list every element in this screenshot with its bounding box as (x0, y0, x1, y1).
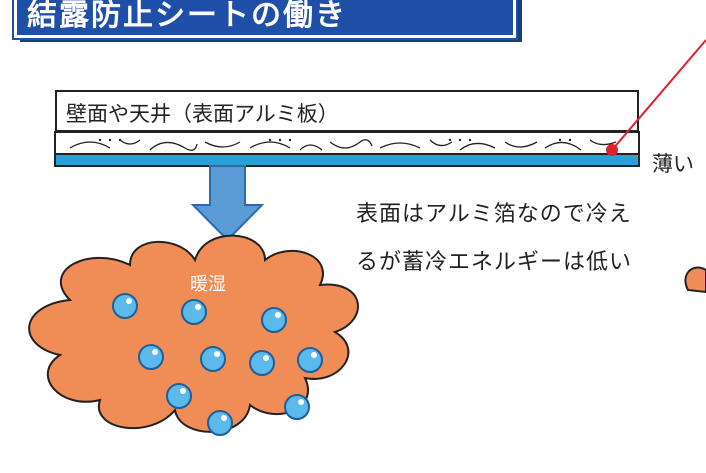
down-arrow (190, 165, 265, 242)
pointer-line (611, 39, 706, 151)
water-droplet (284, 394, 310, 420)
cloud-edge (684, 266, 706, 294)
water-droplet (249, 350, 275, 376)
insulation-dots (98, 138, 572, 142)
insulation-texture (69, 139, 617, 151)
water-droplet (166, 383, 192, 409)
water-droplet (261, 307, 287, 333)
aluminum-sheet (54, 153, 640, 167)
water-droplet (112, 293, 138, 319)
description-line-2: るが蓄冷エネルギーは低い (356, 250, 633, 275)
water-droplet (207, 410, 233, 436)
water-droplet (200, 346, 226, 372)
description-line-1: 表面はアルミ箔なので冷え (356, 202, 632, 227)
cloud-label: 暖湿 (190, 274, 226, 295)
title-banner: 結露防止シートの働き (14, 0, 516, 38)
wall-label: 壁面や天井（表面アルミ板） (66, 102, 339, 126)
thin-label: 薄い (652, 152, 694, 176)
page-title: 結露防止シートの働き (27, 0, 347, 33)
pointer-dot (606, 144, 618, 156)
water-droplets (112, 293, 323, 436)
warm-moist-air-cloud (28, 234, 359, 433)
water-droplet (181, 299, 207, 325)
water-droplet (297, 347, 323, 373)
water-droplet (138, 344, 164, 370)
insulation-layer (54, 131, 640, 155)
